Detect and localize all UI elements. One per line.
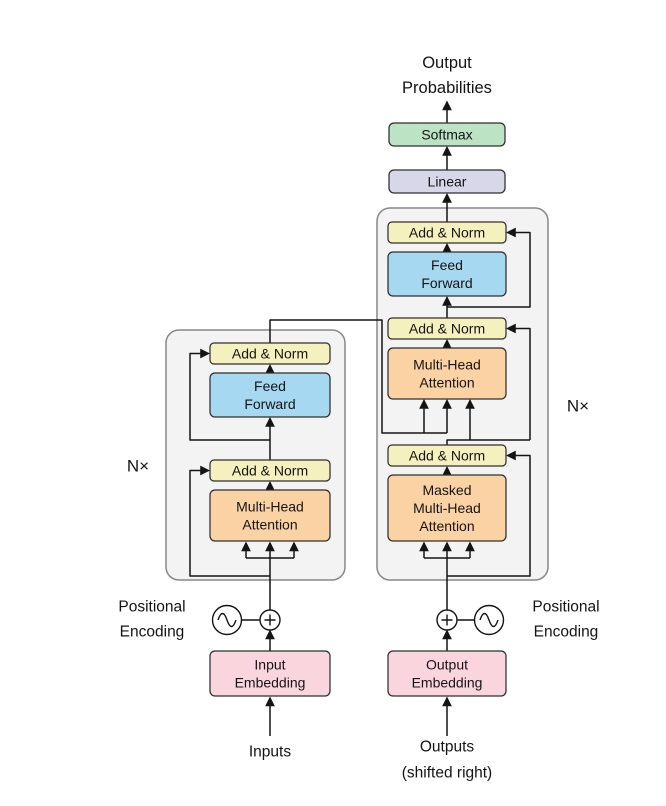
decoder-addnorm-top: Add & Norm — [387, 221, 507, 244]
encoder-wires — [189, 319, 452, 736]
positional-encoding-right-line1: Positional — [532, 599, 599, 616]
decoder-addnorm-top-box — [387, 221, 507, 244]
softmax-block: Softmax — [388, 122, 506, 147]
decoder-addnorm-bottom: Add & Norm — [387, 444, 507, 467]
encoder-feed-forward-box — [209, 372, 331, 418]
inputs-label: Inputs — [249, 744, 291, 761]
linear-block: Linear — [388, 169, 506, 194]
output-embedding-line1: Output — [426, 657, 468, 673]
positional-encoding-left: Positional Encoding — [118, 599, 281, 641]
decoder-wires — [419, 100, 531, 736]
encoder-addnorm-bottom: Add & Norm — [209, 459, 331, 482]
input-embedding-box — [209, 650, 331, 697]
decoder-repeat-label: N× — [567, 397, 589, 416]
masked-multi-head-attention: Masked Multi-Head Attention — [387, 474, 507, 542]
decoder-feed-forward-line1: Feed — [431, 257, 463, 273]
encoder-feed-forward: Feed Forward — [209, 372, 331, 418]
arrow-residual-encoder-ff — [189, 348, 270, 441]
encoder-multi-head-attention: Multi-Head Attention — [209, 489, 331, 542]
encoder-addnorm-top-box — [209, 342, 331, 365]
input-embedding-block: Input Embedding — [209, 650, 331, 697]
output-probabilities-line1: Output — [422, 54, 472, 72]
masked-mha-line3: Attention — [419, 518, 474, 534]
masked-mha-line2: Multi-Head — [413, 500, 481, 516]
encoder-addnorm-top-label: Add & Norm — [232, 346, 308, 362]
decoder-addnorm-mid-box — [387, 317, 507, 340]
plus-circle-icon — [436, 609, 458, 631]
input-embedding-line2: Embedding — [235, 675, 306, 691]
arrow-residual-encoder-attention — [189, 465, 270, 577]
encoder-addnorm-top: Add & Norm — [209, 342, 331, 365]
decoder-mha-line1: Multi-Head — [413, 357, 481, 373]
encoder-feed-forward-line1: Feed — [254, 378, 286, 394]
input-embedding-line1: Input — [254, 657, 285, 673]
output-embedding-box — [387, 650, 507, 697]
decoder-feed-forward: Feed Forward — [387, 251, 507, 297]
sine-wave-icon — [211, 604, 243, 636]
arrow-residual-cross-attention — [506, 323, 531, 440]
decoder-addnorm-mid: Add & Norm — [387, 317, 507, 340]
arrow-residual-decoder-ff — [447, 227, 531, 308]
masked-mha-line1: Masked — [422, 482, 471, 498]
decoder-mha-line2: Attention — [419, 375, 474, 391]
softmax-box — [388, 122, 506, 147]
output-embedding-line2: Embedding — [412, 675, 483, 691]
decoder-addnorm-top-label: Add & Norm — [409, 225, 485, 241]
masked-multi-head-attention-box — [387, 474, 507, 542]
encoder-multi-head-attention-box — [209, 489, 331, 542]
positional-encoding-right-line2: Encoding — [534, 624, 599, 641]
linear-box — [388, 169, 506, 194]
arrow-residual-masked-attention — [447, 450, 531, 577]
decoder-multi-head-attention-box — [387, 347, 507, 400]
output-probabilities-label: Output Probabilities — [402, 54, 492, 97]
decoder-addnorm-mid-label: Add & Norm — [409, 321, 485, 337]
output-probabilities-line2: Probabilities — [402, 79, 492, 97]
linear-label: Linear — [428, 174, 467, 190]
encoder-container — [165, 329, 346, 581]
decoder-feed-forward-box — [387, 251, 507, 297]
sine-wave-icon — [473, 604, 505, 636]
encoder-repeat-label: N× — [127, 457, 149, 476]
encoder-addnorm-bottom-label: Add & Norm — [232, 463, 308, 479]
encoder-mha-line1: Multi-Head — [236, 499, 304, 515]
positional-encoding-right: Positional Encoding — [436, 599, 600, 641]
outputs-label: Outputs — [420, 739, 475, 756]
positional-encoding-left-line2: Encoding — [120, 624, 185, 641]
decoder-addnorm-bottom-box — [387, 444, 507, 467]
wire-encoder-output-to-decoder — [269, 319, 447, 434]
encoder-feed-forward-line2: Forward — [244, 396, 295, 412]
softmax-label: Softmax — [421, 127, 472, 143]
decoder-multi-head-attention: Multi-Head Attention — [387, 347, 507, 400]
encoder-mha-line2: Attention — [242, 517, 297, 533]
decoder-addnorm-bottom-label: Add & Norm — [409, 448, 485, 464]
wire-query-branch — [446, 439, 530, 445]
positional-encoding-left-line1: Positional — [118, 599, 185, 616]
decoder-feed-forward-line2: Forward — [421, 275, 472, 291]
output-embedding-block: Output Embedding — [387, 650, 507, 697]
plus-circle-icon — [259, 609, 281, 631]
outputs-shifted-right-label: (shifted right) — [402, 765, 492, 782]
encoder-addnorm-bottom-box — [209, 459, 331, 482]
